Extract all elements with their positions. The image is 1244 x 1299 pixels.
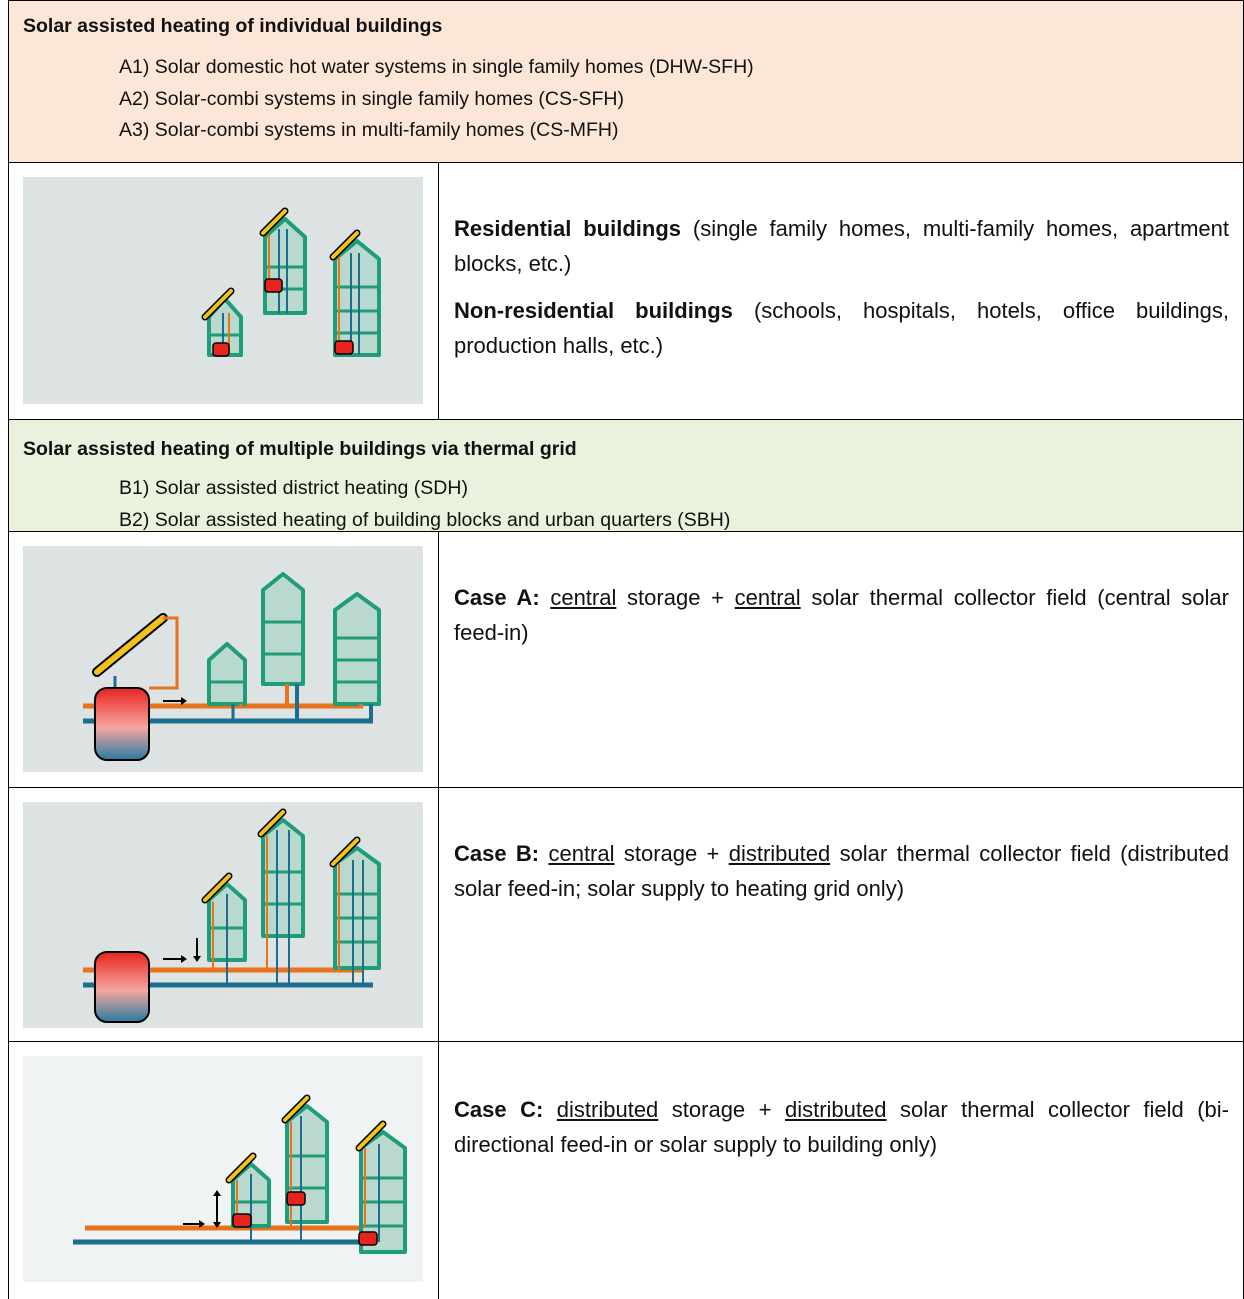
- section-a-item: A3) Solar-combi systems in multi-family …: [119, 119, 619, 141]
- building-small-icon: [207, 642, 247, 706]
- flow-arrow-down-icon: [193, 938, 201, 962]
- case-c-illustration: [23, 1056, 423, 1282]
- section-b-item: B2) Solar assisted heating of building b…: [119, 508, 731, 531]
- building-small-icon: [201, 872, 247, 984]
- case-b-description: Case B: central storage + distributed so…: [439, 788, 1243, 1041]
- nonresidential-paragraph: Non-residential buildings (schools, hosp…: [454, 293, 1229, 363]
- residential-label: Residential buildings: [454, 216, 681, 241]
- individual-buildings-illustration: [23, 177, 423, 404]
- building-large-icon: [329, 836, 381, 985]
- case-label: Case C:: [454, 1097, 544, 1122]
- case-keyword: central: [734, 585, 801, 610]
- case-a-illustration: [23, 546, 423, 772]
- flow-arrow-icon: [163, 697, 187, 705]
- bidirectional-arrow-icon: [213, 1190, 221, 1228]
- case-c-illustration-cell: [9, 1042, 439, 1299]
- building-small-icon: [225, 1152, 271, 1242]
- building-medium-icon: [261, 572, 305, 686]
- solar-collector-icon: [94, 615, 166, 675]
- flow-arrow-icon: [183, 1220, 205, 1228]
- section-a-illustration-cell: [9, 163, 439, 419]
- flow-arrow-icon: [163, 955, 187, 963]
- residential-text: (single family homes, multi-family homes…: [454, 216, 1229, 276]
- section-a-item: A2) Solar-combi systems in single family…: [119, 87, 624, 110]
- case-keyword: central: [550, 585, 617, 610]
- building-large-icon: [333, 592, 381, 706]
- case-keyword: distributed: [728, 841, 831, 866]
- case-keyword: distributed: [556, 1097, 659, 1122]
- section-a-title: Solar assisted heating of individual bui…: [23, 15, 443, 37]
- case-b-illustration: [23, 802, 423, 1028]
- storage-tank-icon: [94, 951, 150, 1023]
- case-label: Case B:: [454, 841, 540, 866]
- case-keyword: central: [548, 841, 615, 866]
- building-large-icon: [355, 1120, 407, 1254]
- section-b-title: Solar assisted heating of multiple build…: [23, 438, 577, 460]
- case-text: storage +: [623, 841, 720, 866]
- section-a-item: A1) Solar domestic hot water systems in …: [119, 56, 754, 78]
- storage-tank-icon: [94, 687, 150, 761]
- case-text: solar thermal collector field (central s…: [454, 585, 1229, 645]
- case-a-row: Case A: central storage + central solar …: [8, 531, 1244, 787]
- case-c-row: Case C: distributed storage + distribute…: [8, 1041, 1244, 1299]
- case-a-description: Case A: central storage + central solar …: [439, 532, 1243, 787]
- section-a-header: Solar assisted heating of individual bui…: [8, 0, 1244, 162]
- nonresidential-label: Non-residential buildings: [454, 298, 733, 323]
- building-small-icon: [201, 287, 243, 357]
- case-c-description: Case C: distributed storage + distribute…: [439, 1042, 1243, 1299]
- section-b-header: Solar assisted heating of multiple build…: [8, 419, 1244, 531]
- case-label: Case A:: [454, 585, 540, 610]
- case-b-row: Case B: central storage + distributed so…: [8, 787, 1244, 1041]
- section-a-description: Residential buildings (single family hom…: [439, 163, 1243, 419]
- residential-paragraph: Residential buildings (single family hom…: [454, 211, 1229, 281]
- case-text: storage +: [671, 1097, 772, 1122]
- building-medium-icon: [281, 1094, 329, 1242]
- building-medium-icon: [259, 207, 307, 315]
- case-keyword: distributed: [784, 1097, 887, 1122]
- section-a-row: Residential buildings (single family hom…: [8, 162, 1244, 419]
- section-b-item: B1) Solar assisted district heating (SDH…: [119, 477, 468, 499]
- case-text: solar thermal collector field (bi-direct…: [454, 1097, 1229, 1157]
- document-table: Solar assisted heating of individual bui…: [8, 0, 1244, 1299]
- case-text: storage +: [627, 585, 724, 610]
- building-medium-icon: [257, 808, 305, 985]
- building-large-icon: [329, 229, 381, 357]
- case-text: solar thermal collector field (distribut…: [454, 841, 1229, 901]
- case-a-illustration-cell: [9, 532, 439, 787]
- case-b-illustration-cell: [9, 788, 439, 1041]
- nonresidential-text: (schools, hospitals, hotels, office buil…: [454, 298, 1229, 358]
